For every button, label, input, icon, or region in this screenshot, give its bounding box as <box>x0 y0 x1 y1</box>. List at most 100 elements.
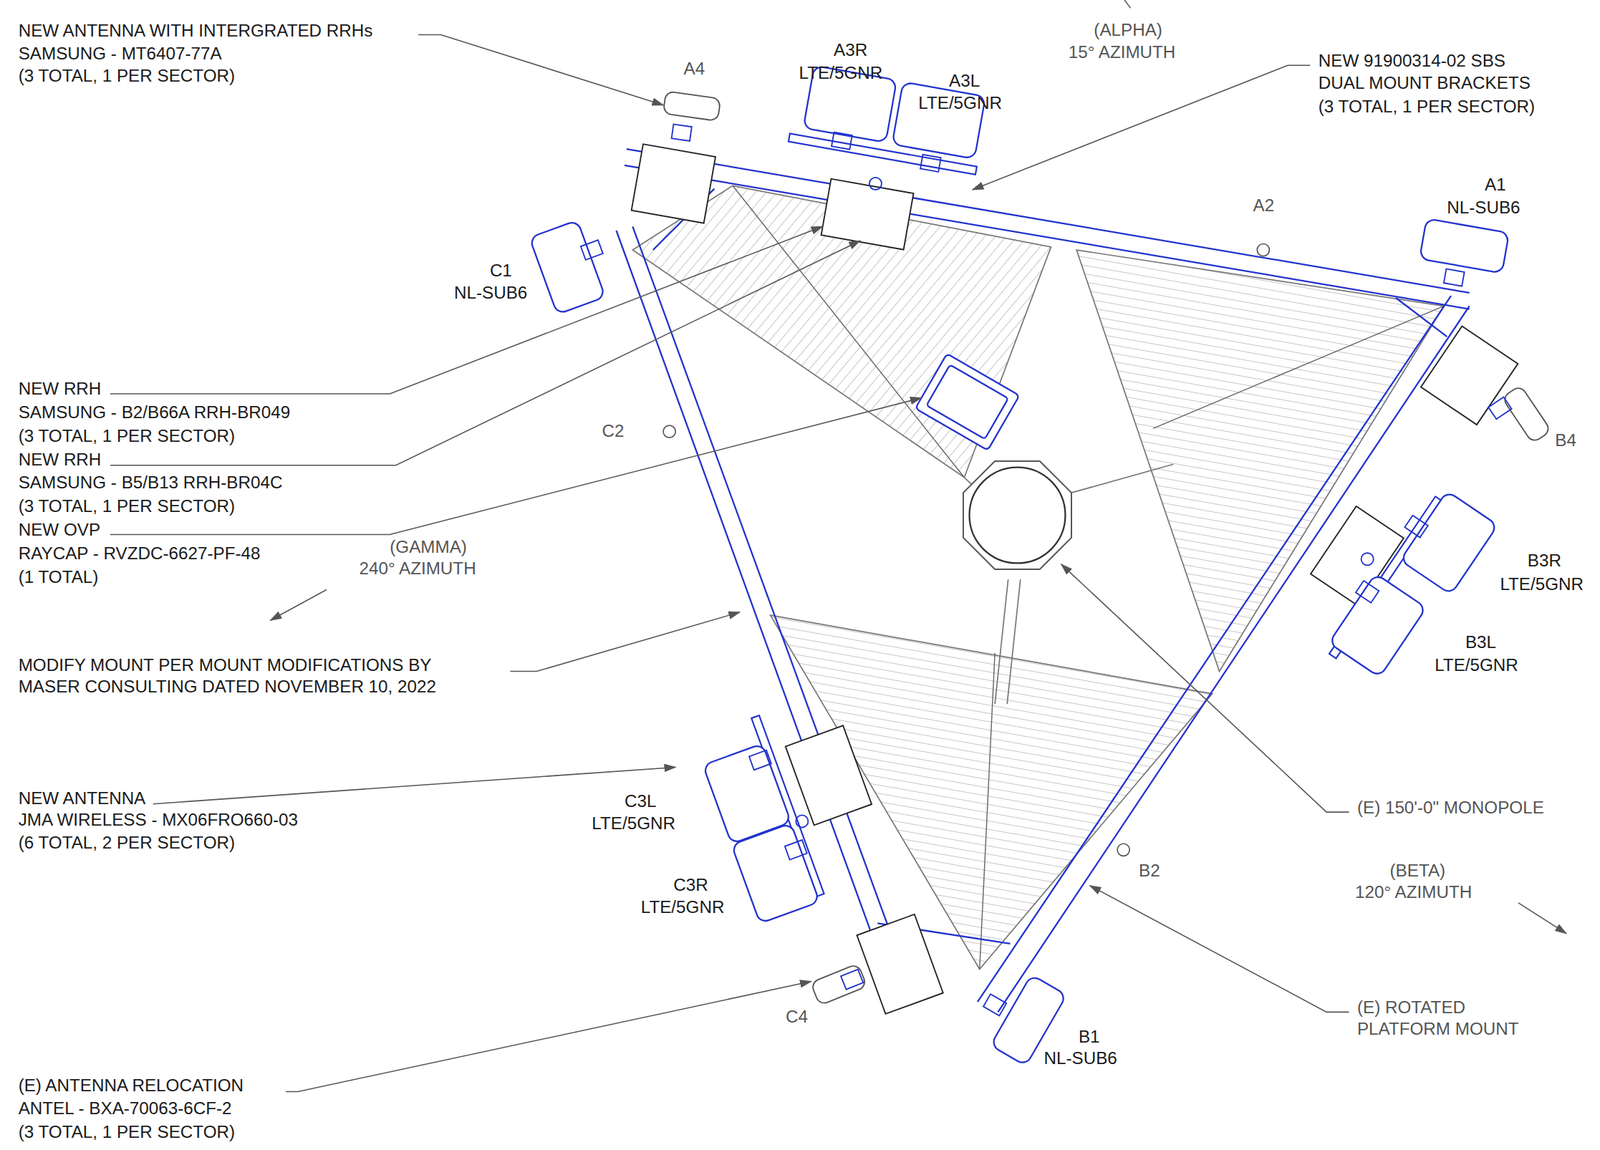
drawing-stroke <box>1061 564 1350 813</box>
callout-text: DUAL MOUNT BRACKETS <box>1318 74 1531 92</box>
rrh-units <box>631 143 1519 1015</box>
callout-text: NL-SUB6 <box>1446 199 1520 217</box>
callout-text: NEW OVP <box>18 521 101 539</box>
drawing-stroke <box>1518 903 1567 934</box>
callout-text: NEW RRH <box>18 451 102 469</box>
drawing-stroke <box>920 154 942 172</box>
drawing-stroke <box>892 81 986 159</box>
drawing-stroke <box>1395 297 1447 337</box>
callout-text: A3R <box>833 41 868 59</box>
callout-text: 15° AZIMUTH <box>1068 43 1177 61</box>
drawing-stroke <box>1443 268 1465 286</box>
callout-text: LTE/5GNR <box>918 95 1002 113</box>
drawing-stroke <box>983 994 1007 1016</box>
callout-text: SAMSUNG - MT6407-77A <box>18 45 223 63</box>
callout-text: (6 TOTAL, 2 PER SECTOR) <box>18 834 235 852</box>
drawing-stroke <box>285 981 812 1093</box>
callout-text: A3L <box>948 72 980 90</box>
drawing-stroke <box>926 364 1009 440</box>
drawing-stroke <box>663 425 676 438</box>
callout-text: PLATFORM MOUNT <box>1357 1020 1520 1038</box>
callout-text: SAMSUNG - B2/B66A RRH-BR049 <box>18 403 291 422</box>
drawing-stroke <box>915 353 1020 451</box>
drawing-stroke <box>1419 218 1510 273</box>
callout-text: (E) 150'-0" MONOPOLE <box>1357 799 1545 817</box>
drawing-stroke <box>1361 552 1374 566</box>
callout-text: B1 <box>1078 1028 1101 1046</box>
callout-text: (3 TOTAL, 1 PER SECTOR) <box>1318 98 1535 116</box>
callout-text: B2 <box>1138 862 1161 880</box>
callout-text: C3R <box>673 876 708 894</box>
panel-antennas <box>529 65 1510 1067</box>
callout-text: 240° AZIMUTH <box>359 560 477 578</box>
callout-text: (3 TOTAL, 1 PER SECTOR) <box>18 427 235 445</box>
grating <box>632 185 1444 970</box>
drawing-stroke <box>1124 0 1131 8</box>
callout-text: LTE/5GNR <box>1499 575 1584 594</box>
callout-text: (GAMMA) <box>389 538 467 556</box>
callout-text: SAMSUNG - B5/B13 RRH-BR04C <box>18 474 283 493</box>
drawing-stroke <box>972 65 1311 190</box>
callout-text: (ALPHA) <box>1093 21 1163 39</box>
drawing-stroke <box>963 461 1072 570</box>
callout-text: RAYCAP - RVZDC-6627-PF-48 <box>18 545 261 563</box>
callout-text: NEW ANTENNA <box>18 789 147 808</box>
drawing-stroke <box>969 467 1066 564</box>
drawing-stroke <box>529 220 606 315</box>
drawing-stroke <box>509 612 740 672</box>
drawing-stroke <box>785 725 872 826</box>
callout-text: (3 TOTAL, 1 PER SECTOR) <box>18 67 235 85</box>
mount-brackets <box>751 133 1442 897</box>
callout-text: B3L <box>1465 633 1497 652</box>
drawing-stroke <box>1071 464 1174 493</box>
drawing-stroke <box>631 143 716 223</box>
callout-text: NEW RRH <box>18 380 102 398</box>
callout-text: (E) ROTATED <box>1357 999 1466 1017</box>
drawing-stroke <box>626 148 1470 293</box>
callout-text: NEW ANTENNA WITH INTERGRATED RRHs <box>18 22 374 40</box>
drawing-stroke <box>1328 573 1426 678</box>
empty-pipe-marks <box>663 244 1270 857</box>
callout-text: MASER CONSULTING DATED NOVEMBER 10, 2022 <box>18 678 437 696</box>
callout-text: C2 <box>602 422 625 440</box>
drawing-stroke <box>979 653 995 970</box>
callout-text: B3R <box>1527 552 1562 570</box>
callout-text: (E) ANTENNA RELOCATION <box>18 1077 244 1096</box>
callout-text: C1 <box>489 262 513 280</box>
callout-text: A1 <box>1484 176 1507 194</box>
drawing-stroke <box>856 914 943 1015</box>
callout-text: LTE/5GNR <box>641 898 725 917</box>
drawing-stroke <box>821 179 914 250</box>
antenna-clamps <box>580 124 1512 1017</box>
monopole <box>963 461 1072 570</box>
drawing-stroke <box>418 34 664 105</box>
drawing-stroke <box>784 840 808 861</box>
callout-text: A4 <box>683 60 706 78</box>
drawing-stroke <box>1400 491 1498 596</box>
drawing-stroke <box>671 124 692 142</box>
callout-text: C3L <box>624 792 657 811</box>
drawing-stroke <box>994 579 1009 705</box>
drawing-stroke <box>1006 579 1021 705</box>
drawing-stroke <box>795 815 808 828</box>
callout-text: NEW 91900314-02 SBS <box>1318 52 1506 70</box>
drawing-stroke <box>1256 244 1270 257</box>
drawing-stroke <box>1404 515 1428 538</box>
drawing-stroke <box>1117 843 1130 856</box>
drawing-stroke <box>1355 580 1379 604</box>
callout-text: C4 <box>785 1008 808 1026</box>
callout-text: ANTEL - BXA-70063-6CF-2 <box>18 1100 233 1118</box>
drawing-stroke <box>749 750 772 771</box>
ovp-unit <box>915 353 1020 451</box>
drawing-stroke <box>1090 885 1350 1013</box>
callout-text: LTE/5GNR <box>1434 657 1519 675</box>
callout-text: MODIFY MOUNT PER MOUNT MODIFICATIONS BY <box>18 657 432 675</box>
platform-members <box>616 148 1470 1012</box>
callout-text: (1 TOTAL) <box>18 568 99 586</box>
drawing-stroke <box>153 767 676 804</box>
drawing-stroke <box>997 305 1469 1012</box>
drawing-stroke <box>616 230 876 945</box>
drawing-stroke <box>663 90 722 122</box>
drawing-stroke <box>831 132 853 150</box>
